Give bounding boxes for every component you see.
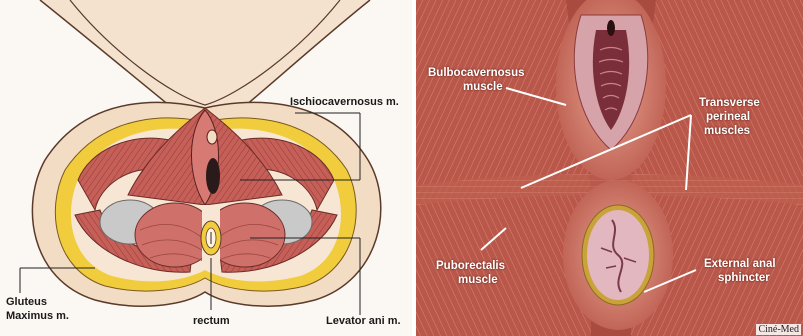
label-levator-ani: Levator ani m. <box>326 315 401 328</box>
label-ischiocavernosus: Ischiocavernosus m. <box>290 96 399 109</box>
label-bulbocavernosus-line2: muscle <box>463 81 503 94</box>
schematic-drawing <box>0 0 412 336</box>
label-puborectalis-line2: muscle <box>458 274 498 287</box>
label-external-line1: External anal <box>704 258 776 271</box>
vaginal-opening <box>206 158 220 194</box>
label-gluteus-line2: Maximus m. <box>6 310 69 323</box>
label-transverse-line2: perineal <box>706 111 750 124</box>
label-rectum: rectum <box>193 315 230 328</box>
pelvic-floor-illustration: Bulbocavernosus muscle Transverse perine… <box>416 0 803 336</box>
label-transverse-line3: muscles <box>704 125 750 138</box>
label-bulbocavernosus-line1: Bulbocavernosus <box>428 67 525 80</box>
thigh-outline <box>40 0 370 110</box>
label-puborectalis-line1: Puborectalis <box>436 260 505 273</box>
pelvic-floor-schematic: Ischiocavernosus m. Gluteus Maximus m. r… <box>0 0 412 336</box>
label-gluteus-line1: Gluteus <box>6 296 47 309</box>
label-transverse-line1: Transverse <box>699 97 760 110</box>
label-external-line2: sphincter <box>718 272 770 285</box>
watermark: Ciné-Med <box>756 324 801 335</box>
